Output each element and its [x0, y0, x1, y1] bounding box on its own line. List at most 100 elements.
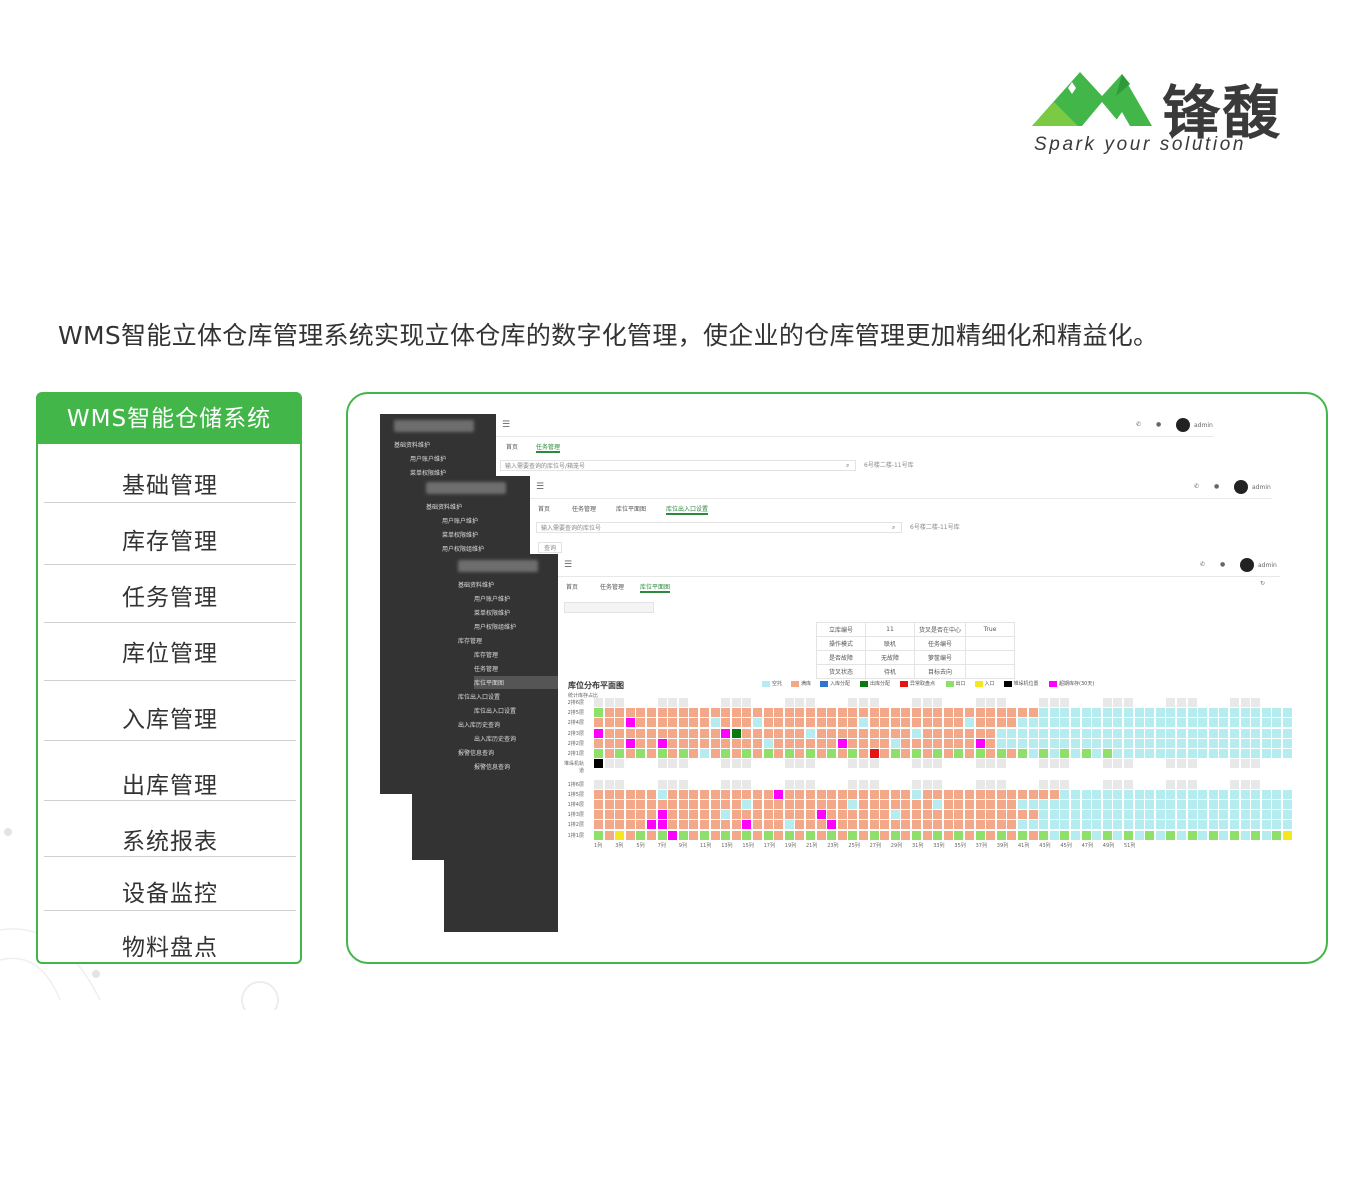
location-cell[interactable]	[647, 738, 656, 748]
location-cell[interactable]	[1081, 830, 1091, 840]
location-cell[interactable]	[678, 810, 688, 820]
location-cell[interactable]	[615, 800, 625, 809]
location-cell[interactable]	[753, 749, 762, 758]
location-cell[interactable]	[837, 800, 847, 809]
location-cell[interactable]	[721, 810, 731, 820]
location-cell[interactable]	[742, 759, 752, 769]
location-cell[interactable]	[795, 820, 805, 830]
location-cell[interactable]	[827, 800, 837, 809]
tab-home[interactable]: 首页	[538, 506, 551, 513]
location-cell[interactable]	[859, 779, 868, 789]
location-cell[interactable]	[1134, 718, 1144, 728]
tab-home[interactable]: 首页	[566, 584, 579, 591]
location-cell[interactable]	[731, 830, 741, 840]
location-cell[interactable]	[943, 749, 953, 758]
location-cell[interactable]	[1283, 728, 1292, 738]
location-cell[interactable]	[1230, 820, 1239, 830]
location-cell[interactable]	[1134, 728, 1144, 738]
location-cell[interactable]	[615, 698, 625, 707]
location-cell[interactable]	[806, 810, 815, 820]
search-input[interactable]: 输入需要查询的库位号	[536, 522, 902, 533]
location-cell[interactable]	[1230, 728, 1239, 738]
location-cell[interactable]	[668, 820, 678, 830]
location-cell[interactable]	[1283, 789, 1292, 799]
location-cell[interactable]	[965, 789, 974, 799]
location-cell[interactable]	[742, 718, 752, 728]
location-cell[interactable]	[615, 708, 625, 718]
location-cell[interactable]	[657, 698, 667, 707]
location-cell[interactable]	[848, 749, 858, 758]
location-cell[interactable]	[615, 749, 625, 758]
location-cell[interactable]	[678, 698, 688, 707]
location-cell[interactable]	[615, 759, 625, 769]
location-cell[interactable]	[1155, 738, 1165, 748]
location-cell[interactable]	[636, 738, 646, 748]
location-cell[interactable]	[943, 738, 953, 748]
location-cell[interactable]	[1240, 749, 1250, 758]
location-cell[interactable]	[869, 779, 879, 789]
location-cell[interactable]	[1039, 800, 1049, 809]
location-cell[interactable]	[869, 728, 879, 738]
location-cell[interactable]	[678, 749, 688, 758]
location-cell[interactable]	[1155, 830, 1165, 840]
location-cell[interactable]	[975, 698, 985, 707]
location-cell[interactable]	[1155, 728, 1165, 738]
location-cell[interactable]	[827, 820, 837, 830]
location-cell[interactable]	[827, 728, 837, 738]
location-cell[interactable]	[901, 800, 911, 809]
location-cell[interactable]	[604, 800, 614, 809]
location-cell[interactable]	[869, 810, 879, 820]
location-cell[interactable]	[1219, 738, 1229, 748]
location-cell[interactable]	[1166, 718, 1176, 728]
location-cell[interactable]	[827, 738, 837, 748]
location-cell[interactable]	[933, 728, 943, 738]
sidebar-item[interactable]: 库位出入口设置	[458, 694, 501, 701]
location-cell[interactable]	[1261, 820, 1271, 830]
location-cell[interactable]	[668, 728, 678, 738]
location-cell[interactable]	[1219, 749, 1229, 758]
location-cell[interactable]	[922, 789, 932, 799]
location-cell[interactable]	[625, 749, 635, 758]
location-cell[interactable]	[1251, 718, 1261, 728]
location-cell[interactable]	[943, 718, 953, 728]
location-cell[interactable]	[795, 728, 805, 738]
location-cell[interactable]	[753, 810, 762, 820]
location-cell[interactable]	[1251, 810, 1261, 820]
location-cell[interactable]	[1092, 810, 1102, 820]
location-cell[interactable]	[1007, 728, 1017, 738]
location-cell[interactable]	[1272, 789, 1282, 799]
location-cell[interactable]	[784, 789, 794, 799]
location-cell[interactable]	[742, 728, 752, 738]
location-cell[interactable]	[774, 708, 784, 718]
location-cell[interactable]	[806, 779, 815, 789]
location-cell[interactable]	[954, 789, 964, 799]
location-cell[interactable]	[1113, 738, 1123, 748]
location-cell[interactable]	[784, 718, 794, 728]
location-cell[interactable]	[1049, 728, 1059, 738]
location-cell[interactable]	[1187, 708, 1197, 718]
location-cell[interactable]	[795, 810, 805, 820]
location-cell[interactable]	[594, 738, 603, 748]
location-cell[interactable]	[1018, 810, 1027, 820]
location-cell[interactable]	[1187, 718, 1197, 728]
location-cell[interactable]	[1007, 810, 1017, 820]
location-cell[interactable]	[742, 810, 752, 820]
location-cell[interactable]	[625, 830, 635, 840]
location-cell[interactable]	[753, 800, 762, 809]
menu-toggle-icon[interactable]: ☰	[536, 482, 545, 492]
tab-task[interactable]: 任务管理	[600, 584, 625, 591]
location-cell[interactable]	[1198, 708, 1208, 718]
location-cell[interactable]	[943, 728, 953, 738]
location-cell[interactable]	[1155, 810, 1165, 820]
location-cell[interactable]	[1113, 789, 1123, 799]
location-cell[interactable]	[1071, 708, 1080, 718]
menu-toggle-icon[interactable]: ☰	[502, 420, 511, 430]
location-cell[interactable]	[647, 789, 656, 799]
location-cell[interactable]	[1283, 830, 1292, 840]
location-cell[interactable]	[1177, 779, 1186, 789]
location-cell[interactable]	[795, 779, 805, 789]
location-cell[interactable]	[689, 800, 699, 809]
location-cell[interactable]	[1187, 789, 1197, 799]
sidebar-item[interactable]: 用户权限组维护	[442, 546, 485, 553]
location-cell[interactable]	[721, 759, 731, 769]
